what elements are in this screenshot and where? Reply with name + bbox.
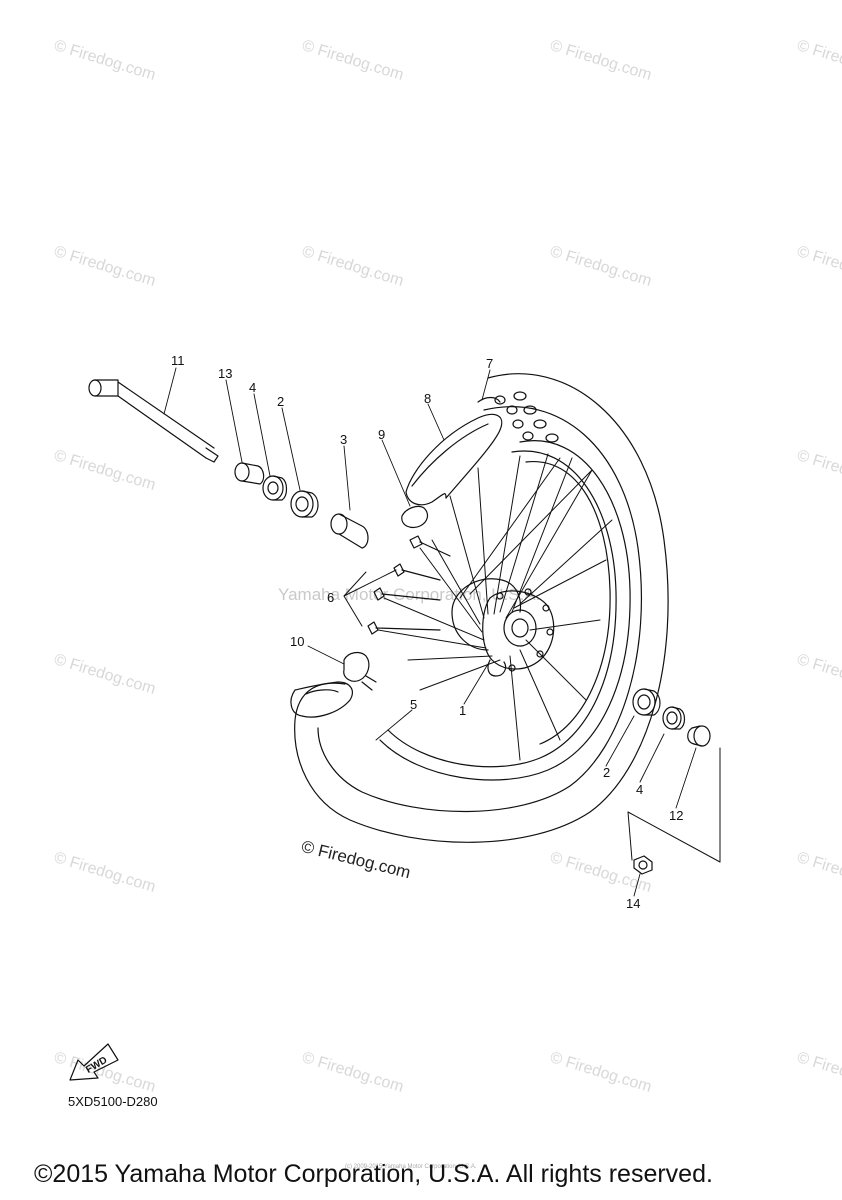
callout-6: 6	[327, 590, 335, 605]
callout-8: 8	[424, 391, 432, 406]
copyright-footer: ©2015 Yamaha Motor Corporation, U.S.A. A…	[34, 1160, 713, 1188]
bolts-bracket	[343, 569, 397, 627]
bolts	[367, 535, 451, 635]
leader-lines	[163, 367, 697, 897]
spokes	[377, 453, 613, 761]
callout-12: 12	[669, 808, 684, 823]
axle-nut	[633, 855, 653, 875]
fwd-arrow-icon	[69, 1043, 119, 1081]
callout-4-right: 4	[636, 782, 644, 797]
oil-seal-right	[662, 706, 686, 730]
rim	[379, 440, 631, 781]
callout-5: 5	[410, 697, 418, 712]
bearing-right	[632, 688, 661, 716]
axle	[88, 379, 219, 463]
callout-4-left: 4	[249, 380, 257, 395]
tread	[477, 391, 559, 443]
collar-right	[687, 725, 711, 747]
small-copyright-note: (c) 2009-2015 Yamaha Motor Corporation, …	[345, 1164, 477, 1170]
callout-13: 13	[218, 366, 233, 381]
callout-14: 14	[626, 896, 641, 911]
protector	[401, 505, 429, 529]
oil-seal-left	[262, 475, 288, 501]
callout-3: 3	[340, 432, 348, 447]
diagram-code: 5XD5100-D280	[68, 1094, 158, 1109]
callout-9: 9	[378, 427, 386, 442]
spacer	[330, 513, 369, 549]
hub	[451, 578, 555, 677]
collar-left	[234, 462, 265, 485]
rim-band	[405, 413, 503, 506]
tire	[290, 373, 669, 843]
bearing-left	[290, 490, 319, 518]
assembly-bracket	[627, 747, 721, 863]
fwd-label: FWD	[84, 1055, 109, 1076]
callout-11: 11	[171, 353, 185, 368]
tube-valve	[343, 651, 377, 691]
callout-7: 7	[486, 356, 494, 371]
callout-2-left: 2	[277, 394, 285, 409]
callout-10: 10	[290, 634, 305, 649]
callout-2-right: 2	[603, 765, 611, 780]
callout-1: 1	[459, 703, 467, 718]
